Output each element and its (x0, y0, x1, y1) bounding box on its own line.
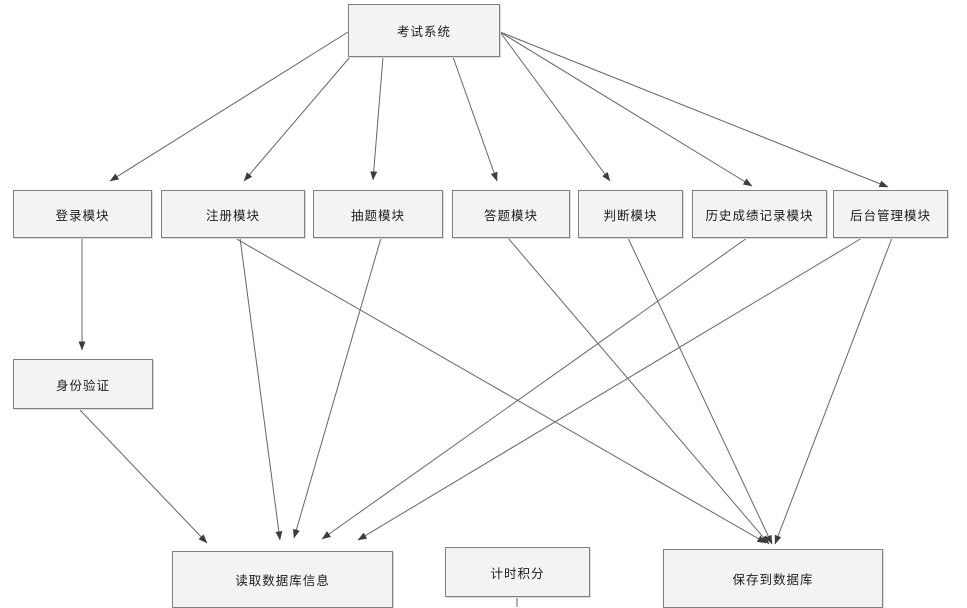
node-admin-module: 后台管理模块 (833, 190, 948, 238)
node-history-module: 历史成绩记录模块 (692, 190, 827, 238)
node-judge-module: 判断模块 (578, 190, 683, 238)
node-draw-module: 抽题模块 (313, 190, 443, 238)
node-exam-system: 考试系统 (348, 4, 500, 57)
node-save-db: 保存到数据库 (663, 549, 883, 608)
node-answer-module: 答题模块 (452, 190, 570, 238)
node-register-module: 注册模块 (161, 190, 305, 238)
node-identity-verify: 身份验证 (13, 359, 153, 409)
node-login-module: 登录模块 (13, 190, 152, 238)
node-read-db: 读取数据库信息 (172, 551, 393, 608)
node-timer-score: 计时积分 (445, 547, 590, 597)
